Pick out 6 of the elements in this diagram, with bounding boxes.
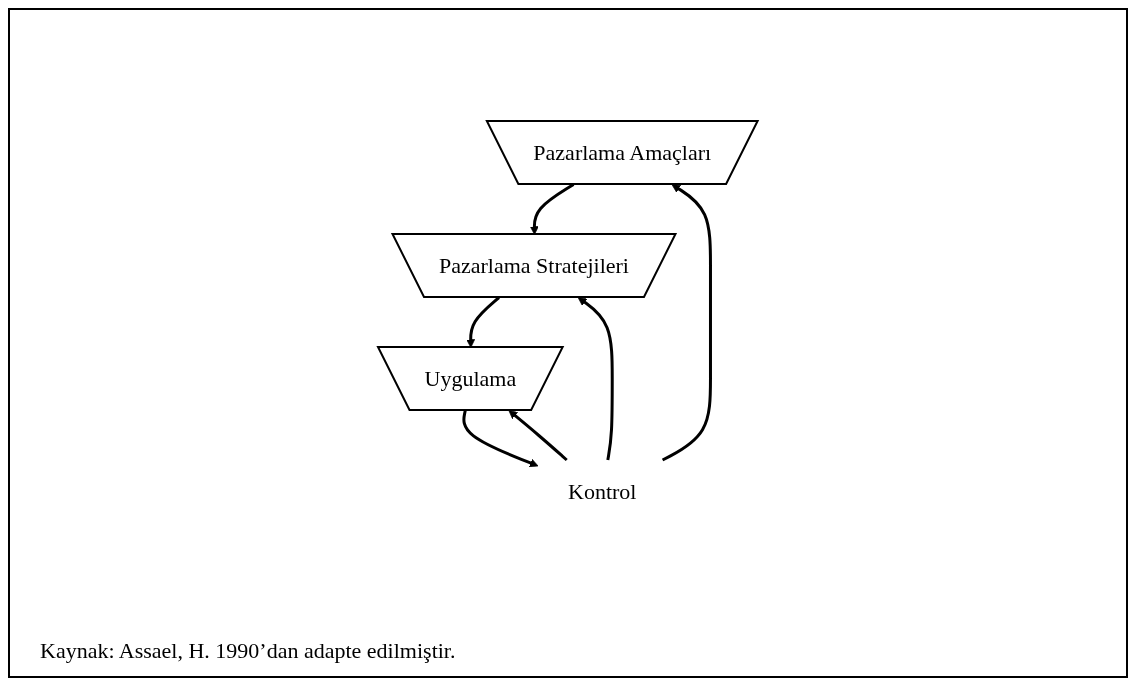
arrow <box>662 184 713 462</box>
arrow <box>462 410 539 468</box>
node-text: Kontrol <box>568 479 637 504</box>
arrow <box>577 297 614 461</box>
caption: Kaynak: Assael, H. 1990’dan adapte edilmiştir. <box>39 637 457 665</box>
arrow <box>508 410 568 462</box>
